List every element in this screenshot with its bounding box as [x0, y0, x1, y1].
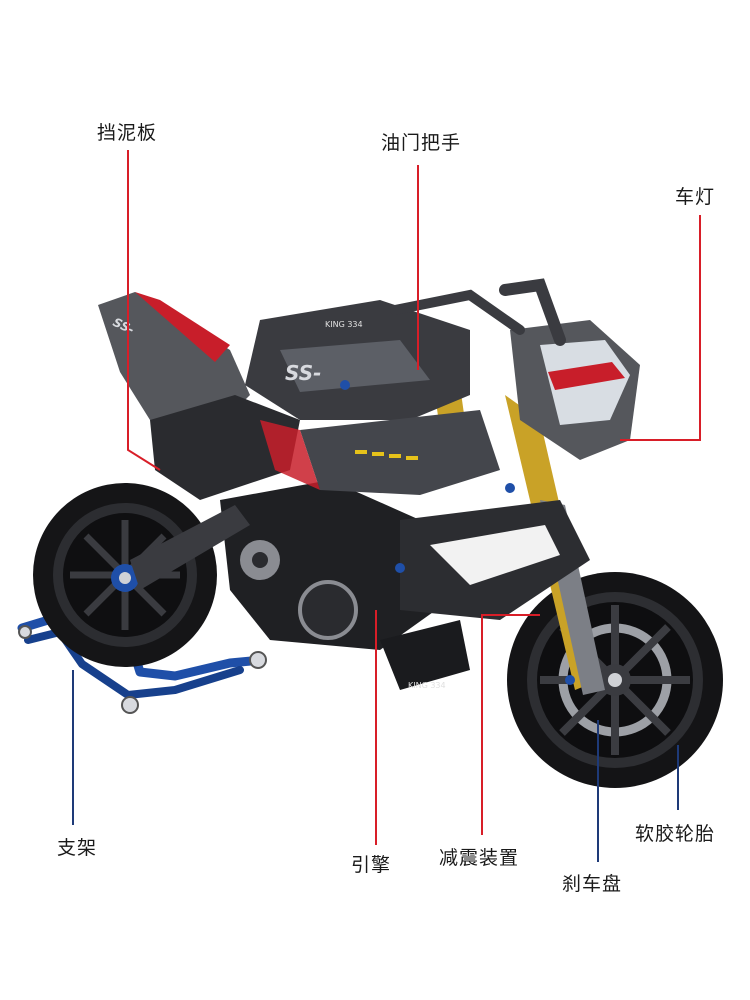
tank-logo: SS- — [285, 361, 321, 385]
callout-brake-disc: 刹车盘 — [562, 873, 623, 895]
engine-cover — [298, 580, 358, 640]
tank-badge: KING 334 — [325, 320, 363, 329]
leader-lines — [127, 150, 701, 845]
rear-wheel — [33, 483, 217, 667]
callout-stand: 支架 — [57, 837, 98, 859]
fairing-badge: KING 334 — [408, 681, 446, 690]
callout-headlight: 车灯 — [675, 186, 716, 208]
callout-shock: 减震装置 — [439, 847, 520, 869]
front-wheel — [507, 572, 723, 788]
leader-fender — [127, 150, 161, 471]
leader-shock — [481, 614, 540, 835]
callout-tire: 软胶轮胎 — [635, 823, 716, 845]
callout-throttle: 油门把手 — [381, 132, 462, 154]
motorcycle-body — [98, 278, 640, 690]
leader-headlight — [620, 215, 701, 441]
callout-fender: 挡泥板 — [97, 122, 158, 144]
callout-engine: 引擎 — [351, 854, 392, 876]
